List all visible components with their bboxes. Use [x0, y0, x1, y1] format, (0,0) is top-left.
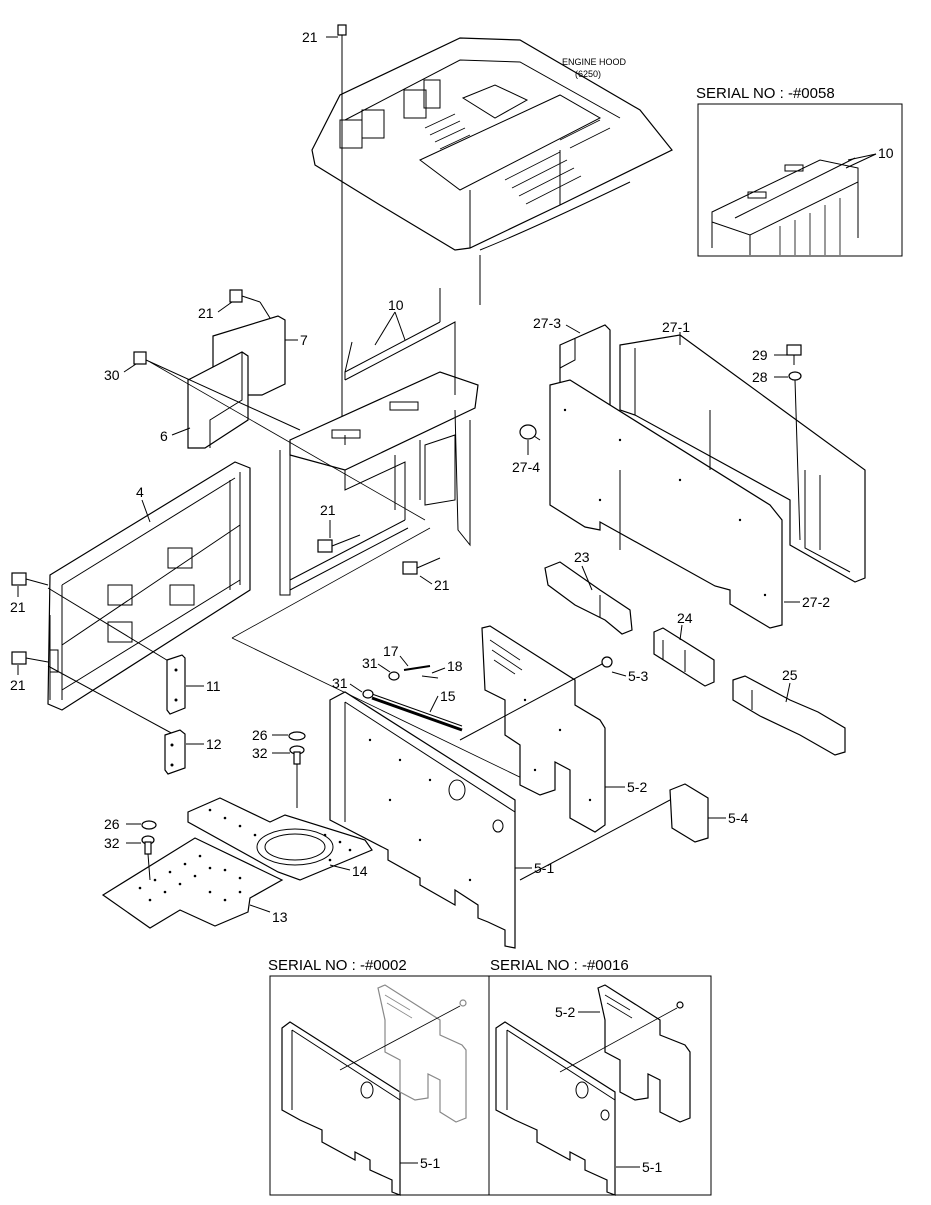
callout-15: 15 — [440, 688, 456, 704]
seal-25 — [732, 675, 846, 756]
side-panel-4 — [47, 461, 251, 711]
bolt-29 — [786, 344, 802, 365]
bolt-21-top — [337, 24, 347, 440]
plate-6 — [187, 351, 249, 449]
callout-26b: 26 — [104, 816, 120, 832]
bolt-21-left-2 — [11, 651, 49, 665]
callout-5-1: 5-1 — [534, 860, 554, 876]
inset-0016-header: SERIAL NO : -#0016 — [490, 957, 629, 974]
callout-25: 25 — [782, 667, 798, 683]
callout-27-2: 27-2 — [802, 594, 830, 610]
callout-21-mid: 21 — [320, 502, 336, 518]
bracket-12 — [164, 729, 186, 775]
pad-5-4 — [519, 783, 709, 881]
floor-plate-14 — [187, 797, 373, 881]
callout-29: 29 — [752, 347, 768, 363]
seal-24 — [653, 627, 715, 687]
callout-5-2: 5-2 — [627, 779, 647, 795]
inset-0058-header: SERIAL NO : -#0058 — [696, 85, 835, 102]
bolt-32-lower — [141, 835, 155, 881]
callout-32b: 32 — [104, 835, 120, 851]
bolt-21-left-1 — [11, 572, 49, 586]
callout-21-right: 21 — [434, 577, 450, 593]
rod-10 — [344, 288, 456, 395]
callout-5-4: 5-4 — [728, 810, 748, 826]
washer-28 — [788, 371, 802, 541]
bolt-32-upper — [289, 745, 305, 808]
bolt-21-mid — [317, 534, 361, 553]
inset-0058 — [697, 103, 903, 257]
cap-26-lower — [141, 820, 157, 830]
inset-0016-callout-5-2: 5-2 — [555, 1004, 575, 1020]
inset-0002-drawing — [281, 984, 467, 1196]
inset-0016-drawing — [495, 984, 691, 1196]
callout-28: 28 — [752, 369, 768, 385]
bottom-inset-frame — [269, 975, 712, 1196]
partition-27-2 — [549, 379, 783, 629]
callout-6: 6 — [160, 428, 168, 444]
callout-13: 13 — [272, 909, 288, 925]
hood-label: ENGINE HOOD — [562, 57, 627, 67]
panel-5-1 — [329, 691, 516, 949]
callout-31a: 31 — [362, 655, 378, 671]
callout-26a: 26 — [252, 727, 268, 743]
callout-5-3: 5-3 — [628, 668, 648, 684]
washer-31b — [362, 689, 374, 699]
bracket-11 — [166, 654, 186, 715]
callout-27-4: 27-4 — [512, 459, 540, 475]
nut-5-3 — [459, 656, 613, 741]
callout-27-3: 27-3 — [533, 315, 561, 331]
engine-hood — [311, 37, 673, 305]
inset-0002-header: SERIAL NO : -#0002 — [268, 957, 407, 974]
callout-7: 7 — [300, 332, 308, 348]
callout-14: 14 — [352, 863, 368, 879]
callout-17: 17 — [383, 643, 399, 659]
callout-24: 24 — [677, 610, 693, 626]
callout-21-left-1: 21 — [10, 599, 26, 615]
inset-0058-callout: 10 — [878, 145, 894, 161]
bolt-21-right — [402, 557, 441, 575]
callout-32a: 32 — [252, 745, 268, 761]
callout-21-top: 21 — [302, 29, 318, 45]
callout-10: 10 — [388, 297, 404, 313]
callout-23: 23 — [574, 549, 590, 565]
panel-5-2 — [481, 625, 606, 833]
bolt-21-bracket — [229, 289, 271, 319]
callout-11: 11 — [206, 678, 221, 694]
rod-15 — [371, 693, 463, 732]
hood-ref: (6250) — [575, 69, 601, 79]
partition-27-1 — [619, 334, 866, 583]
center-frame — [279, 371, 479, 596]
cap-26-upper — [288, 731, 306, 741]
floor-plate-13 — [101, 837, 284, 929]
pin-18 — [421, 675, 439, 679]
bolt-30 — [133, 351, 301, 431]
inset-0002-callout: 5-1 — [420, 1155, 440, 1171]
seal-23 — [544, 561, 633, 635]
callout-31b: 31 — [332, 675, 348, 691]
callout-4: 4 — [136, 484, 144, 500]
pin-17 — [403, 665, 431, 671]
knob-27-4 — [519, 424, 541, 441]
callout-30: 30 — [104, 367, 120, 383]
callout-21-bracket: 21 — [198, 305, 214, 321]
callout-27-1: 27-1 — [662, 319, 690, 335]
callout-12: 12 — [206, 736, 222, 752]
inset-0016-callout-5-1: 5-1 — [642, 1159, 662, 1175]
washer-31a — [388, 671, 400, 681]
callout-21-left-2: 21 — [10, 677, 26, 693]
callout-18: 18 — [447, 658, 463, 674]
